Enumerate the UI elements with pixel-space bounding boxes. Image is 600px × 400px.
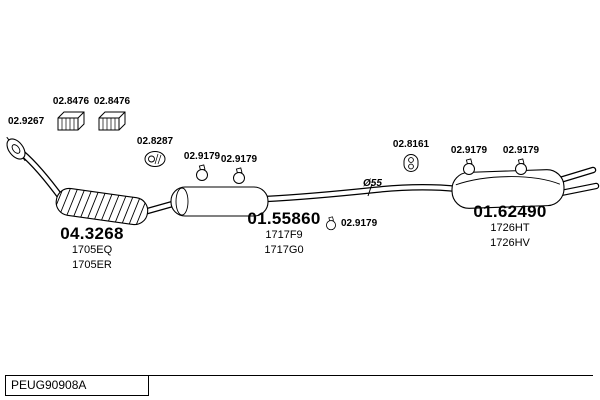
fastener-label: 02.9179 bbox=[341, 218, 378, 229]
tailpipes bbox=[556, 166, 600, 197]
fastener-label: 02.8476 bbox=[93, 96, 131, 107]
assembly-variant: 1705EQ bbox=[71, 244, 113, 256]
rubber-hanger-icon bbox=[403, 154, 419, 172]
assembly-number: 01.62490 bbox=[473, 202, 547, 221]
downpipe bbox=[18, 149, 66, 203]
pipe-clamp-icon bbox=[196, 164, 208, 181]
assembly-04.3268[interactable]: 04.3268 1705EQ 1705ER bbox=[36, 224, 148, 273]
catalytic-converter bbox=[54, 186, 150, 227]
pipe-clamp-icon bbox=[515, 158, 527, 175]
fastener-ref-02.9179-c[interactable]: 02.9179 bbox=[449, 145, 489, 176]
fastener-ref-02.9179-e[interactable]: 02.9179 bbox=[324, 216, 377, 231]
pipe-diameter-note: Ø55 bbox=[363, 178, 382, 189]
assembly-01.55860[interactable]: 01.55860 1717F9 1717G0 bbox=[226, 209, 342, 258]
center-muffler bbox=[170, 186, 269, 217]
fastener-label: 02.8161 bbox=[392, 139, 430, 150]
fastener-label: 02.9267 bbox=[8, 116, 45, 127]
clamp-kit-icon bbox=[98, 111, 126, 131]
assembly-number: 01.55860 bbox=[247, 209, 321, 228]
fastener-ref-02.9179-b[interactable]: 02.9179 bbox=[219, 154, 259, 185]
drawing-id: PEUG90908A bbox=[11, 378, 87, 392]
fastener-ref-02.8476-b[interactable]: 02.8476 bbox=[92, 96, 132, 133]
fastener-label: 02.9179 bbox=[183, 151, 221, 162]
fastener-ref-02.9267[interactable]: 02.9267 bbox=[8, 116, 44, 127]
fastener-label: 02.8476 bbox=[52, 96, 90, 107]
fastener-label: 02.9179 bbox=[450, 145, 488, 156]
assembly-number: 04.3268 bbox=[60, 224, 124, 243]
front-flange bbox=[6, 136, 26, 162]
assembly-variant: 1726HV bbox=[490, 237, 530, 249]
rubber-mount-icon bbox=[144, 151, 166, 167]
assembly-variant: 1726HT bbox=[490, 222, 530, 234]
clamp-kit-icon bbox=[57, 111, 85, 131]
fastener-ref-02.8476-a[interactable]: 02.8476 bbox=[51, 96, 91, 133]
pipe-clamp-icon bbox=[326, 216, 336, 231]
assembly-01.62490[interactable]: 01.62490 1726HT 1726HV bbox=[452, 202, 568, 251]
assembly-variant: 1717G0 bbox=[264, 244, 304, 256]
fastener-ref-02.9179-a[interactable]: 02.9179 bbox=[182, 151, 222, 182]
fastener-label: 02.9179 bbox=[502, 145, 540, 156]
fastener-ref-02.8287[interactable]: 02.8287 bbox=[134, 136, 176, 169]
connecting-pipe bbox=[262, 183, 462, 203]
drawing-id-box: PEUG90908A bbox=[5, 375, 149, 396]
footer-rule bbox=[149, 375, 593, 376]
diameter-mark bbox=[367, 183, 373, 197]
fastener-label: 02.9179 bbox=[220, 154, 258, 165]
fastener-ref-02.9179-d[interactable]: 02.9179 bbox=[501, 145, 541, 176]
assembly-variant: 1717F9 bbox=[265, 229, 303, 241]
pipe-clamp-icon bbox=[463, 158, 475, 175]
pipe-clamp-icon bbox=[233, 167, 245, 184]
rear-muffler bbox=[451, 169, 565, 209]
assembly-variant: 1705ER bbox=[72, 259, 112, 271]
fastener-label: 02.8287 bbox=[136, 136, 174, 147]
fastener-ref-02.8161[interactable]: 02.8161 bbox=[389, 139, 433, 174]
